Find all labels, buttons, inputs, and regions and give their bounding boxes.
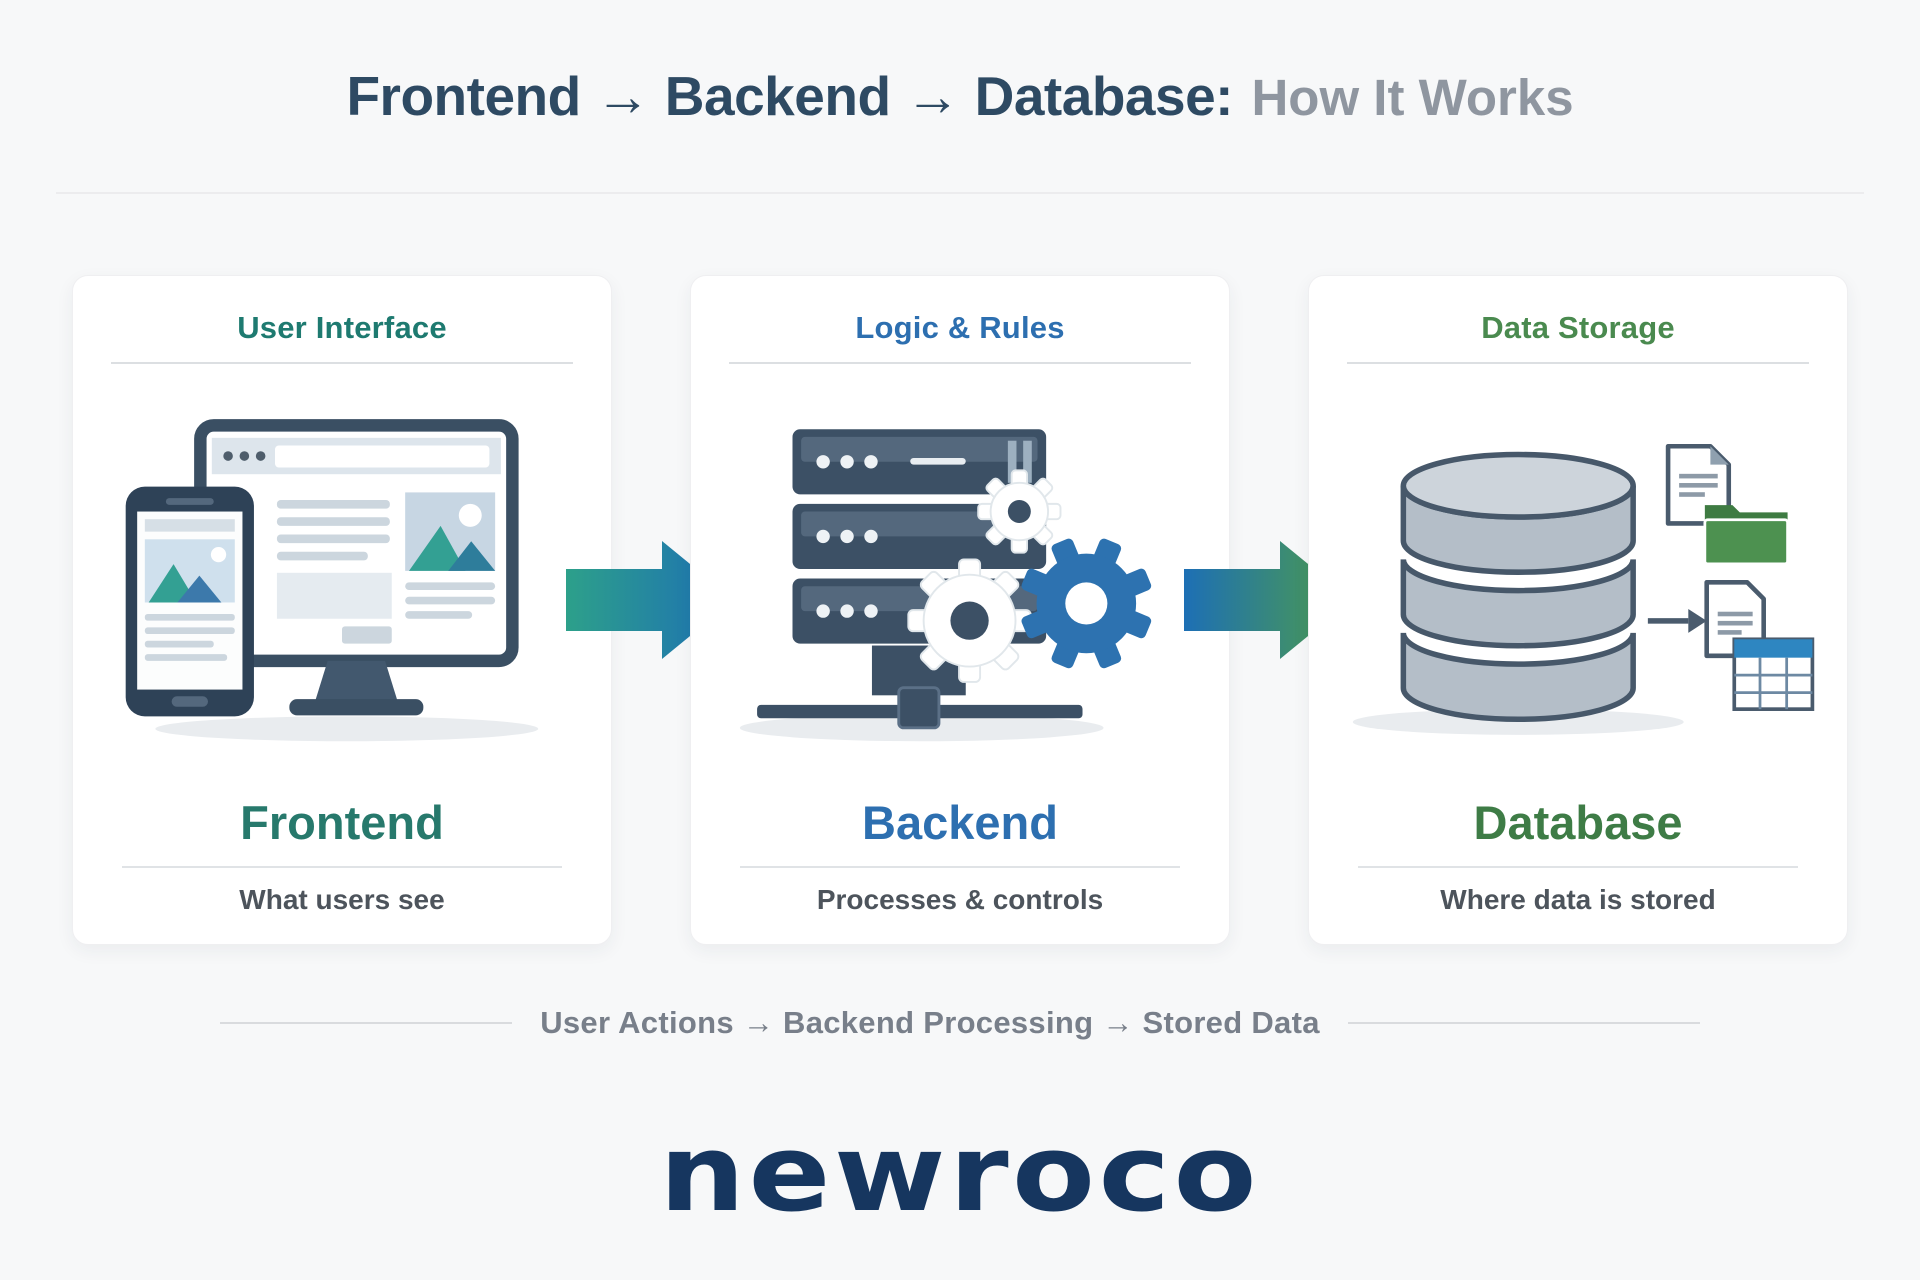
monitor-stand	[315, 660, 398, 702]
network-node	[897, 686, 941, 730]
frontend-card-title: Frontend	[240, 796, 444, 849]
caption-line-right	[1347, 1022, 1700, 1024]
cards-row: User Interface	[72, 275, 1848, 945]
page-title-suffix: How It Works	[1251, 69, 1574, 126]
database-card-subtitle: Where data is stored	[1440, 884, 1716, 915]
card-title-divider	[740, 866, 1180, 868]
arrow-right-icon	[1647, 608, 1707, 633]
database-card: Data Storage	[1308, 275, 1848, 945]
server-unit	[792, 503, 1047, 569]
document-icon	[1665, 443, 1732, 526]
database-icon	[1400, 451, 1636, 722]
server-unit	[792, 429, 1047, 495]
caption-line-left	[220, 1022, 513, 1024]
database-illustration	[1339, 364, 1817, 795]
frontend-card-subtitle: What users see	[239, 884, 445, 915]
server-gears-graphic	[739, 429, 1153, 742]
browser-dots-icon	[223, 451, 266, 461]
monitor-smartphone-graphic	[125, 419, 539, 742]
database-graphic	[1352, 443, 1815, 735]
backend-card-title: Backend	[862, 796, 1058, 849]
page-title: Frontend → Backend → Database: How It Wo…	[0, 64, 1920, 128]
frontend-card: User Interface	[72, 275, 612, 945]
gear-large-white	[907, 558, 1032, 683]
backend-illustration	[721, 364, 1199, 795]
image-placeholder-icon	[405, 492, 496, 571]
flow-caption-text: User Actions → Backend Processing → Stor…	[540, 1005, 1320, 1040]
backend-card-subtitle: Processes & controls	[816, 884, 1104, 915]
monitor-icon	[194, 419, 519, 716]
newroco-logo: newroco	[0, 1112, 1920, 1235]
gears-icon	[907, 469, 1153, 683]
smartphone-icon	[125, 486, 254, 717]
frontend-card-header: User Interface	[237, 310, 447, 345]
header-divider	[111, 362, 573, 364]
card-title-divider	[1358, 866, 1798, 868]
shadow-ellipse	[155, 716, 539, 742]
home-button	[171, 696, 208, 707]
database-card-title: Database	[1473, 796, 1683, 849]
flow-caption: User Actions → Backend Processing → Stor…	[0, 1005, 1920, 1041]
image-placeholder-icon	[144, 539, 235, 603]
title-divider-line	[56, 192, 1864, 194]
gear-small	[977, 469, 1062, 554]
newroco-logo-text: newroco	[659, 1112, 1261, 1235]
folder-icon	[1703, 504, 1789, 565]
header-divider	[729, 362, 1191, 364]
backend-card: Logic & Rules	[690, 275, 1230, 945]
document-icon	[1704, 579, 1766, 658]
card-title-divider	[122, 866, 562, 868]
frontend-illustration	[103, 364, 581, 795]
address-bar	[275, 445, 490, 468]
header-divider	[1347, 362, 1809, 364]
backend-card-header: Logic & Rules	[855, 310, 1065, 345]
gear-large-blue	[1020, 537, 1153, 670]
page-title-main: Frontend → Backend → Database:	[346, 65, 1234, 127]
database-card-header: Data Storage	[1481, 310, 1675, 345]
table-icon	[1732, 636, 1815, 711]
